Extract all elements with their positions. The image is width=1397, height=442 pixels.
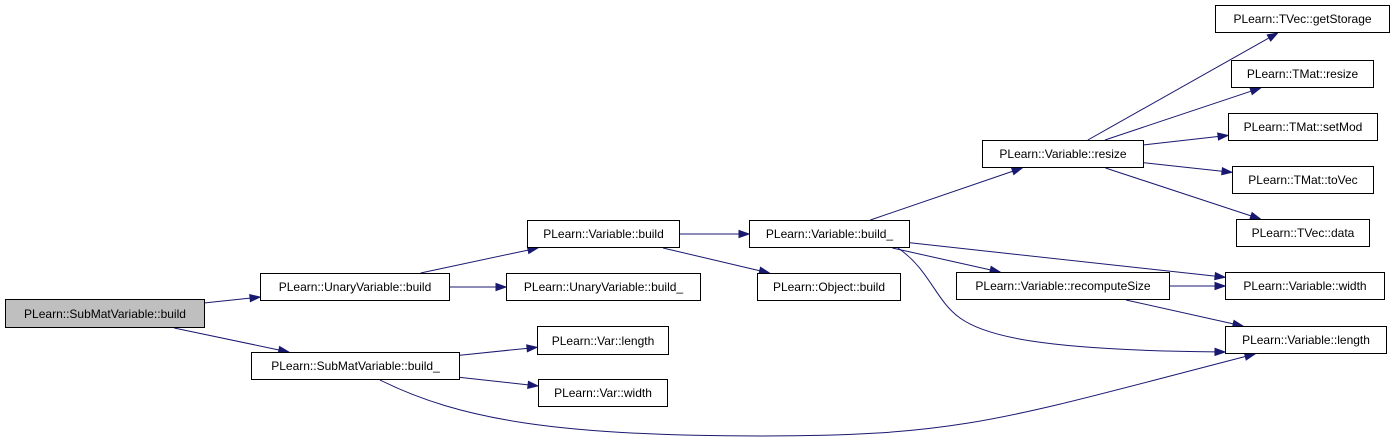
node-tmat-resize[interactable]: PLearn::TMat::resize bbox=[1231, 60, 1374, 88]
edge-unary-build-to-variable-build bbox=[420, 249, 529, 274]
node-submat-build: PLearn::SubMatVariable::build bbox=[5, 299, 205, 328]
node-submat-build-underscore[interactable]: PLearn::SubMatVariable::build_ bbox=[251, 352, 460, 380]
edge-unary-build-to-unary-build--arrowhead bbox=[495, 282, 508, 292]
node-variable-width[interactable]: PLearn::Variable::width bbox=[1225, 272, 1385, 300]
edge-variable-resize-to-tvec-data bbox=[1105, 167, 1252, 217]
edge-variable-recompute-to-variable-length bbox=[1125, 299, 1234, 325]
edge-variable-build--to-variable-length bbox=[897, 247, 1216, 353]
edge-variable-build--to-variable-width-arrowhead bbox=[1214, 271, 1227, 281]
node-tvec-getstorage[interactable]: PLearn::TVec::getStorage bbox=[1215, 5, 1390, 33]
node-unary-build-underscore[interactable]: PLearn::UnaryVariable::build_ bbox=[506, 273, 701, 301]
edge-variable-resize-to-tvec-getstorage bbox=[1087, 37, 1270, 141]
node-variable-length[interactable]: PLearn::Variable::length bbox=[1225, 326, 1387, 354]
node-unary-build[interactable]: PLearn::UnaryVariable::build bbox=[260, 273, 450, 301]
node-tvec-data[interactable]: PLearn::TVec::data bbox=[1236, 219, 1370, 247]
edge-variable-resize-to-tmat-setmod-arrowhead bbox=[1217, 132, 1230, 141]
node-object-build[interactable]: PLearn::Object::build bbox=[757, 273, 901, 301]
edge-submat-build--to-variable-length-arrowhead bbox=[1243, 352, 1257, 361]
node-var-length[interactable]: PLearn::Var::length bbox=[537, 326, 669, 355]
edge-submat-build--to-var-length-arrowhead bbox=[526, 344, 539, 353]
edge-submat-build--to-var-width bbox=[459, 376, 529, 386]
edge-variable-resize-to-tvec-getstorage-arrowhead bbox=[1266, 32, 1279, 42]
edge-submat-build--to-variable-length bbox=[379, 356, 1246, 437]
edge-variable-build--to-variable-length-arrowhead bbox=[1214, 347, 1227, 357]
edge-submat-build--to-var-length bbox=[459, 347, 528, 356]
edge-variable-resize-to-tmat-setmod bbox=[1143, 136, 1219, 146]
node-variable-recompute-size[interactable]: PLearn::Variable::recomputeSize bbox=[956, 272, 1170, 300]
edge-submat-build--to-var-width-arrowhead bbox=[527, 380, 540, 389]
node-variable-resize[interactable]: PLearn::Variable::resize bbox=[982, 140, 1144, 168]
edge-submat-build-to-unary-build-arrowhead bbox=[249, 293, 262, 303]
edge-variable-resize-to-tmat-tovec-arrowhead bbox=[1221, 166, 1234, 176]
edge-submat-build-to-unary-build bbox=[204, 297, 251, 304]
edge-variable-resize-to-tmat-tovec bbox=[1143, 162, 1223, 172]
node-variable-build-underscore[interactable]: PLearn::Variable::build_ bbox=[749, 220, 910, 248]
node-variable-build[interactable]: PLearn::Variable::build bbox=[527, 220, 680, 248]
edge-variable-build--to-variable-resize bbox=[870, 170, 1013, 221]
edge-variable-resize-to-tmat-resize bbox=[1104, 90, 1252, 141]
edge-variable-build--to-variable-width bbox=[909, 242, 1216, 277]
node-var-width[interactable]: PLearn::Var::width bbox=[538, 379, 668, 407]
node-tmat-tovec[interactable]: PLearn::TMat::toVec bbox=[1232, 166, 1374, 194]
edge-variable-build-to-variable-build--arrowhead bbox=[738, 229, 751, 239]
edge-variable-build--to-variable-recompute bbox=[892, 247, 991, 271]
node-tmat-setmod[interactable]: PLearn::TMat::setMod bbox=[1228, 113, 1378, 141]
edge-variable-resize-to-tmat-resize-arrowhead bbox=[1249, 87, 1263, 96]
edge-submat-build-to-submat-build- bbox=[174, 327, 280, 351]
edge-variable-build--to-variable-resize-arrowhead bbox=[1010, 167, 1024, 176]
edge-variable-build-to-object-build bbox=[662, 247, 760, 272]
edge-variable-recompute-to-variable-width-arrowhead bbox=[1214, 281, 1227, 291]
